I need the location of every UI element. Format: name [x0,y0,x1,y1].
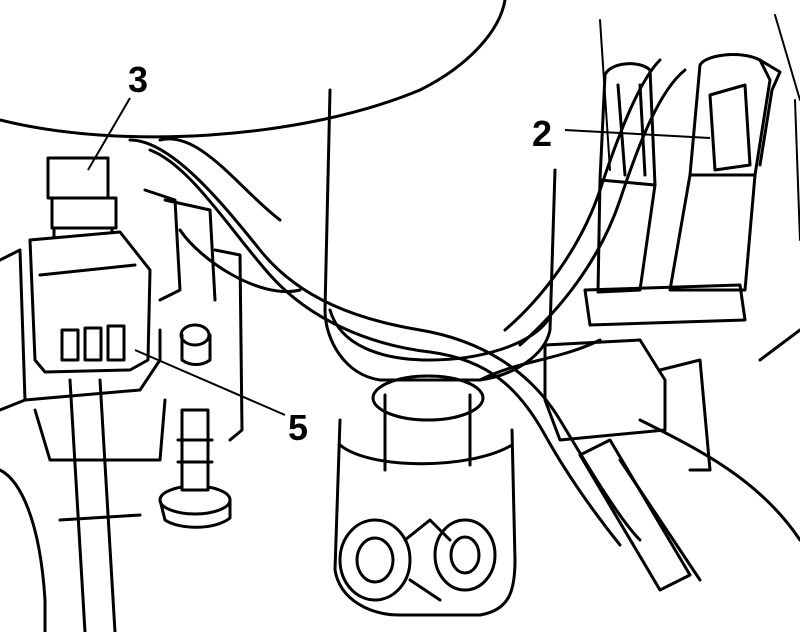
callout-2: 2 [532,113,552,154]
callout-5: 5 [288,407,308,448]
bolt-assembly [158,323,232,529]
universal-joint [333,418,517,617]
connector-bracket [543,283,747,472]
leader-lines [87,97,711,416]
steering-column [323,88,557,472]
right-structure [578,14,800,592]
pedal-switch [28,156,152,374]
connector-right [668,53,782,292]
connector-left [596,62,657,294]
callout-3: 3 [128,59,148,100]
dashboard-panel [0,0,507,139]
leader-3 [87,97,131,171]
leader-5 [134,349,286,416]
leader-2 [564,129,711,139]
pedal-bracket [0,188,244,632]
